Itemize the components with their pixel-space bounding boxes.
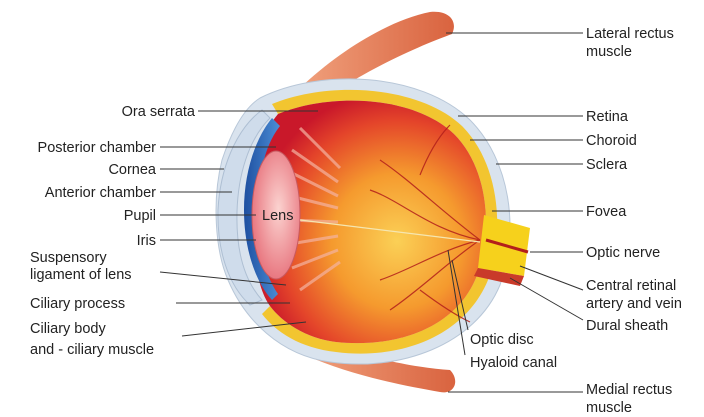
label-optic-disc: Optic disc xyxy=(470,332,534,348)
label-optic-nerve: Optic nerve xyxy=(586,245,660,261)
label-ciliary-process: Ciliary process xyxy=(30,296,125,312)
label-choroid: Choroid xyxy=(586,133,637,149)
label-suspensory-1: Suspensory xyxy=(30,250,107,266)
label-posterior-chamber: Posterior chamber xyxy=(38,140,157,156)
label-cornea: Cornea xyxy=(108,162,156,178)
label-central-retinal-1: Central retinal xyxy=(586,278,676,294)
label-fovea: Fovea xyxy=(586,204,627,220)
label-medial-rectus-1: Medial rectus xyxy=(586,382,672,398)
label-ciliary-body-2: and - ciliary muscle xyxy=(30,342,154,358)
label-dural-sheath: Dural sheath xyxy=(586,318,668,334)
label-central-retinal-2: artery and vein xyxy=(586,296,682,312)
label-anterior-chamber: Anterior chamber xyxy=(45,185,156,201)
label-lateral-rectus-1: Lateral rectus xyxy=(586,26,674,42)
label-hyaloid-canal: Hyaloid canal xyxy=(470,355,557,371)
label-iris: Iris xyxy=(137,233,156,249)
label-sclera: Sclera xyxy=(586,157,628,173)
label-retina: Retina xyxy=(586,109,629,125)
label-medial-rectus-2: muscle xyxy=(586,400,632,416)
label-suspensory-2: ligament of lens xyxy=(30,267,132,283)
label-lateral-rectus-2: muscle xyxy=(586,44,632,60)
label-ciliary-body-1: Ciliary body xyxy=(30,321,106,337)
label-ora-serrata: Ora serrata xyxy=(122,104,196,120)
lens-label: Lens xyxy=(262,208,293,224)
label-pupil: Pupil xyxy=(124,208,156,224)
